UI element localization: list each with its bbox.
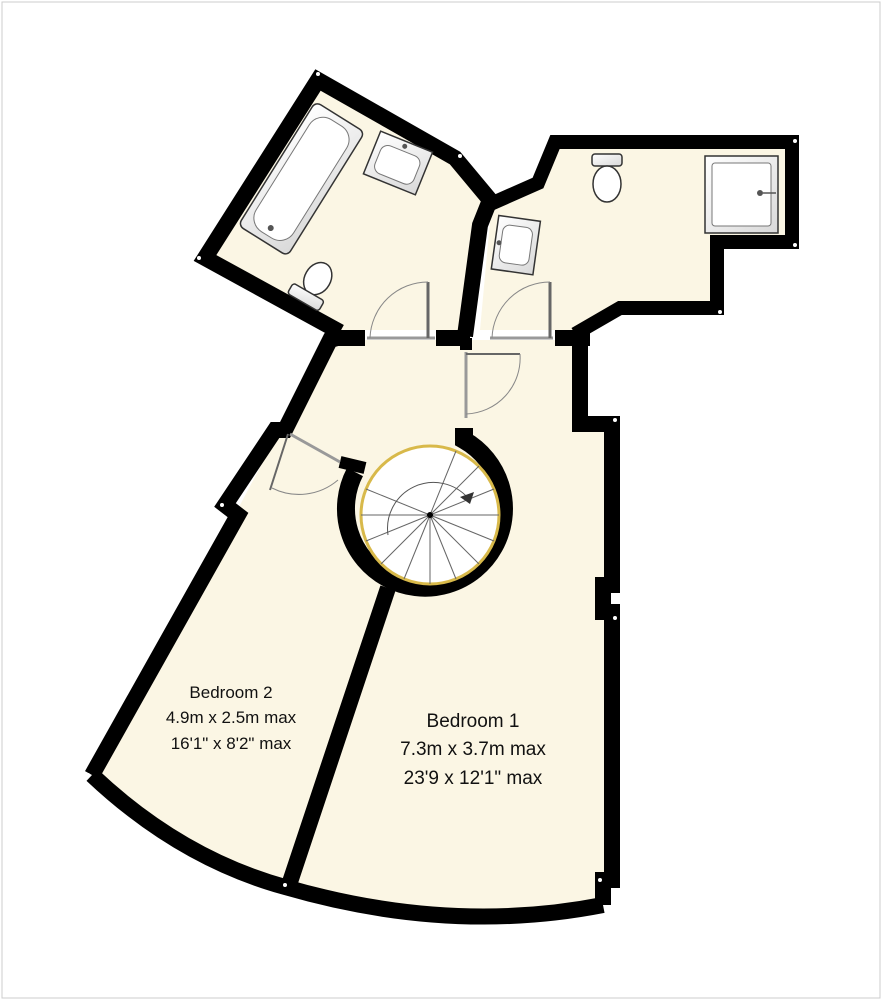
shower-room-fixtures (490, 153, 779, 276)
stair-direction-arc (387, 481, 469, 536)
bedroom1-label: Bedroom 1 7.3m x 3.7m max 23'9 x 12'1" m… (400, 711, 546, 789)
bathroom-wall (193, 69, 500, 340)
bedroom2-imperial: 16'1" x 8'2" max (171, 734, 292, 753)
stair-enclosure-wall (336, 428, 513, 597)
shower-tray-icon (704, 155, 779, 234)
bathroom-sink-icon (362, 130, 434, 196)
left-outer-wall (85, 330, 340, 779)
shower-toilet-icon (591, 153, 623, 203)
bedroom1-imperial: 23'9 x 12'1" max (404, 768, 543, 789)
bedroom2-label: Bedroom 2 4.9m x 2.5m max 16'1" x 8'2" m… (166, 683, 297, 753)
bathroom-fixtures (239, 103, 434, 312)
right-outer-wall (572, 338, 620, 905)
bedroom2-metric: 4.9m x 2.5m max (166, 708, 297, 727)
shower-sink-icon (490, 214, 542, 276)
stair-center-post (427, 512, 433, 518)
bedroom1-metric: 7.3m x 3.7m max (400, 739, 546, 760)
bathroom-toilet-icon (287, 261, 333, 312)
shower-room-door (490, 281, 553, 340)
bedroom-partition-wall (280, 585, 396, 891)
bathroom-floor (205, 82, 490, 330)
shower-room-wall (483, 135, 799, 341)
bedroom2-name: Bedroom 2 (189, 683, 272, 702)
bedroom1-floor (290, 420, 610, 912)
stair-treads (361, 450, 499, 584)
spiral-staircase (336, 428, 513, 597)
landing-door (464, 352, 521, 418)
wall-junction-dots (86, 72, 797, 887)
stair-arrow-icon (460, 492, 474, 504)
bathtub-icon (239, 103, 364, 255)
bathroom-door (367, 281, 435, 340)
bedroom1-name: Bedroom 1 (427, 711, 520, 732)
bedroom2-door-wall (338, 456, 367, 474)
bedroom2-door (269, 432, 341, 495)
doors (269, 281, 553, 495)
walls (85, 69, 799, 925)
